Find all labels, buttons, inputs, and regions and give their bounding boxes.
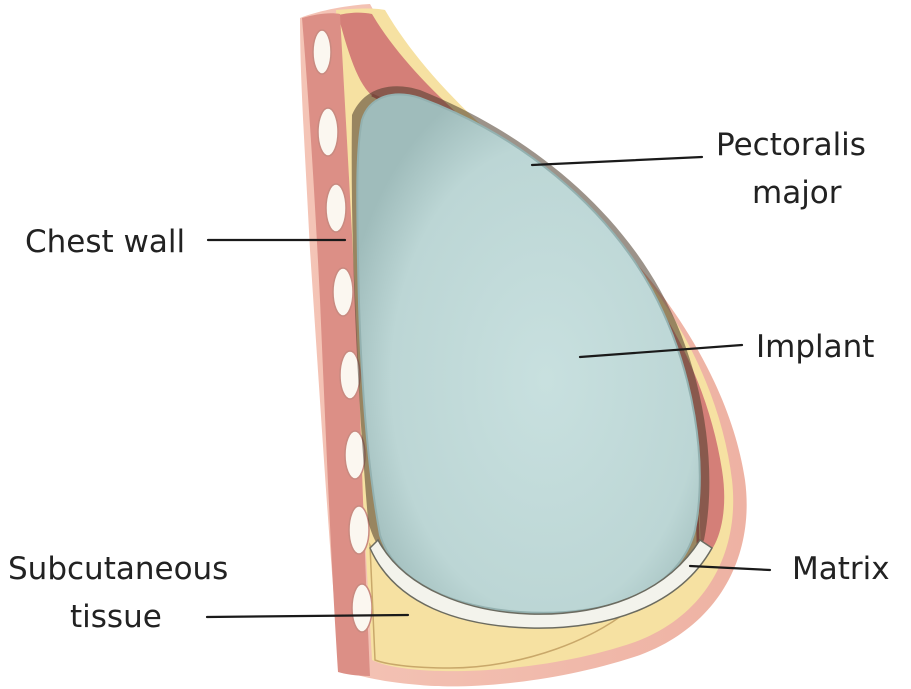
label-implant: Implant [756,329,874,365]
implant [357,94,700,612]
label-chest-wall: Chest wall [25,224,185,260]
label-pectoralis-line1: Pectoralis [716,127,866,163]
label-subcutaneous-line2: tissue [70,599,162,635]
label-matrix: Matrix [792,551,890,587]
label-pectoralis-line2: major [752,175,842,211]
leader-pectoralis [532,157,702,165]
label-subcutaneous-line1: Subcutaneous [8,551,228,587]
